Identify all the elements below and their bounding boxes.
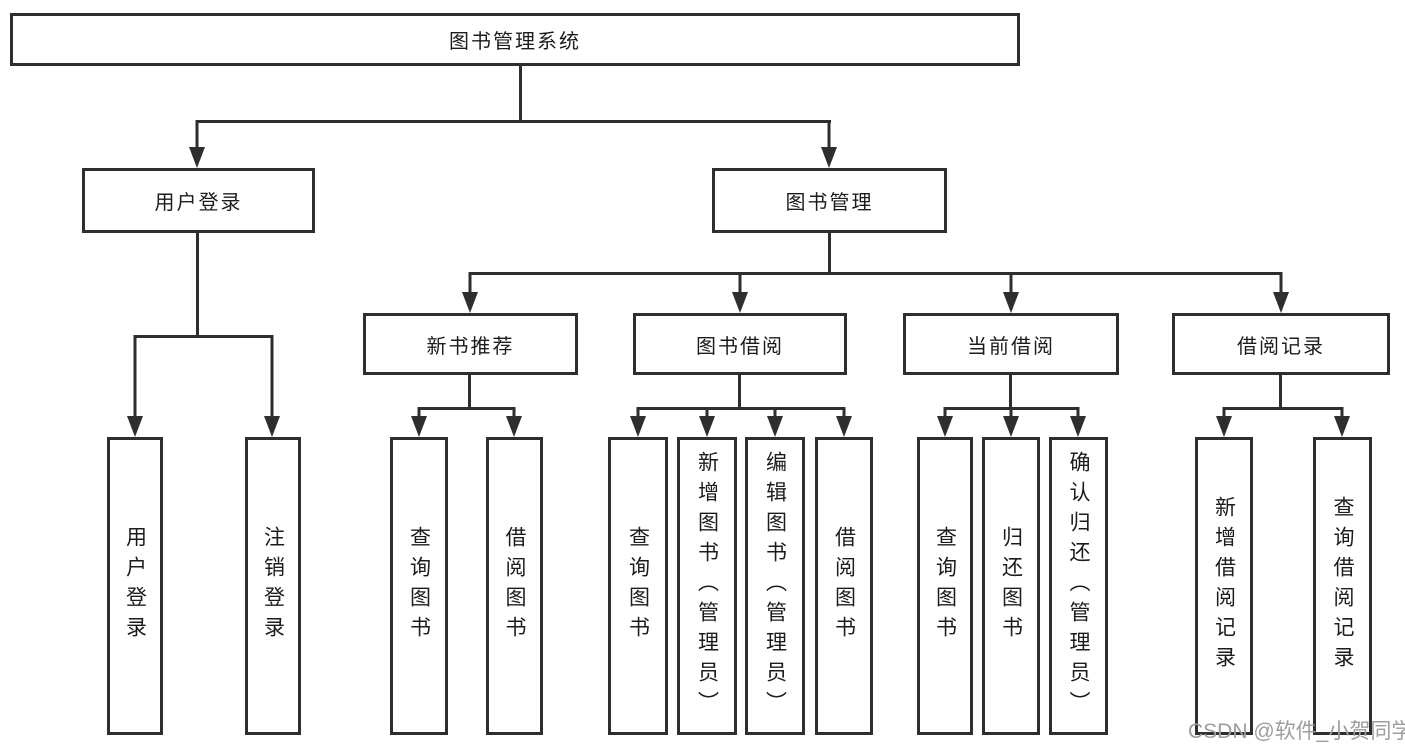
arrow-to-new-book — [461, 272, 479, 313]
edge-current-borrow-trunk — [1009, 375, 1012, 407]
leaf-label: 注销登录 — [261, 526, 285, 646]
leaf-bb-query-books: 查询图书 — [608, 437, 668, 735]
leaf-label: 借阅图书 — [503, 526, 526, 646]
node-new-book-recommend: 新书推荐 — [363, 313, 578, 375]
node-label: 用户登录 — [154, 192, 243, 214]
arrow-leaf-bb-add — [698, 407, 716, 437]
arrow-to-book-borrow — [731, 272, 749, 313]
arrow-leaf-cb-confirm — [1069, 407, 1087, 437]
edge-borrow-records-trunk — [1279, 375, 1282, 407]
arrow-to-leaf-user-login — [126, 335, 144, 437]
node-label: 新书推荐 — [426, 335, 515, 358]
leaf-cb-query-books: 查询图书 — [917, 437, 973, 735]
node-book-mgmt: 图书管理 — [712, 168, 947, 233]
arrow-leaf-bb-edit — [766, 407, 784, 437]
leaf-cb-return-books: 归还图书 — [982, 437, 1040, 735]
arrow-to-borrow-records — [1272, 272, 1290, 313]
csdn-watermark: CSDN @软件_小贺同学 — [1188, 720, 1405, 743]
edge-borrow-records-rail — [1223, 407, 1343, 410]
edge-book-mgmt-trunk — [828, 233, 831, 272]
leaf-bb-borrow-books: 借阅图书 — [815, 437, 873, 735]
leaf-label: 借阅图书 — [832, 526, 856, 646]
edge-book-borrow-rail — [637, 407, 845, 410]
leaf-bb-edit-books-admin: 编辑图书（管理员） — [745, 437, 805, 735]
node-label: 图书管理系统 — [449, 31, 581, 53]
node-current-borrow: 当前借阅 — [903, 313, 1119, 375]
leaf-label: 用户登录 — [123, 526, 147, 646]
arrow-leaf-bb-borrow — [835, 407, 853, 437]
node-label: 图书借阅 — [696, 335, 784, 358]
leaf-label: 归还图书 — [999, 526, 1023, 646]
leaf-label: 新增借阅记录 — [1212, 496, 1236, 676]
node-label: 借阅记录 — [1237, 335, 1325, 358]
leaf-label: 查询借阅记录 — [1331, 496, 1354, 676]
arrow-to-current-borrow — [1002, 272, 1020, 313]
leaf-br-add-record: 新增借阅记录 — [1195, 437, 1253, 735]
leaf-label: 查询图书 — [407, 526, 431, 646]
leaf-label: 查询图书 — [933, 526, 957, 646]
edge-user-login-rail — [134, 335, 273, 338]
leaf-nb-borrow-books: 借阅图书 — [486, 437, 543, 735]
leaf-br-query-record: 查询借阅记录 — [1313, 437, 1372, 735]
edge-book-borrow-trunk — [738, 375, 741, 407]
edge-new-book-trunk — [468, 375, 471, 407]
arrow-leaf-nb-query — [410, 407, 428, 437]
leaf-label: 编辑图书（管理员） — [763, 451, 787, 721]
node-label: 当前借阅 — [967, 335, 1055, 358]
leaf-label: 新增图书（管理员） — [695, 451, 719, 721]
arrow-to-leaf-logout — [263, 335, 281, 437]
arrow-leaf-br-add — [1215, 407, 1233, 437]
node-root-library-system: 图书管理系统 — [10, 13, 1020, 66]
edge-root-trunk — [519, 66, 522, 120]
arrow-leaf-cb-query — [936, 407, 954, 437]
leaf-user-login: 用户登录 — [107, 437, 163, 735]
leaf-label: 查询图书 — [626, 526, 650, 646]
edge-level3-rail — [469, 272, 1281, 275]
edge-new-book-rail — [418, 407, 515, 410]
leaf-nb-query-books: 查询图书 — [390, 437, 448, 735]
leaf-label: 确认归还（管理员） — [1067, 451, 1090, 721]
arrow-leaf-bb-query — [629, 407, 647, 437]
leaf-bb-add-books-admin: 新增图书（管理员） — [677, 437, 737, 735]
node-label: 图书管理 — [785, 192, 874, 214]
leaf-logout: 注销登录 — [245, 437, 301, 735]
node-book-borrow: 图书借阅 — [633, 313, 847, 375]
edge-level2-rail — [196, 120, 831, 123]
arrow-to-book-mgmt — [820, 120, 838, 168]
node-borrow-records: 借阅记录 — [1172, 313, 1390, 375]
edge-user-login-trunk — [196, 233, 199, 335]
arrow-leaf-nb-borrow — [505, 407, 523, 437]
arrow-leaf-cb-return — [1002, 407, 1020, 437]
arrow-leaf-br-query — [1333, 407, 1351, 437]
node-user-login: 用户登录 — [82, 168, 315, 233]
arrow-to-user-login — [188, 120, 206, 168]
leaf-cb-confirm-return-admin: 确认归还（管理员） — [1049, 437, 1108, 735]
